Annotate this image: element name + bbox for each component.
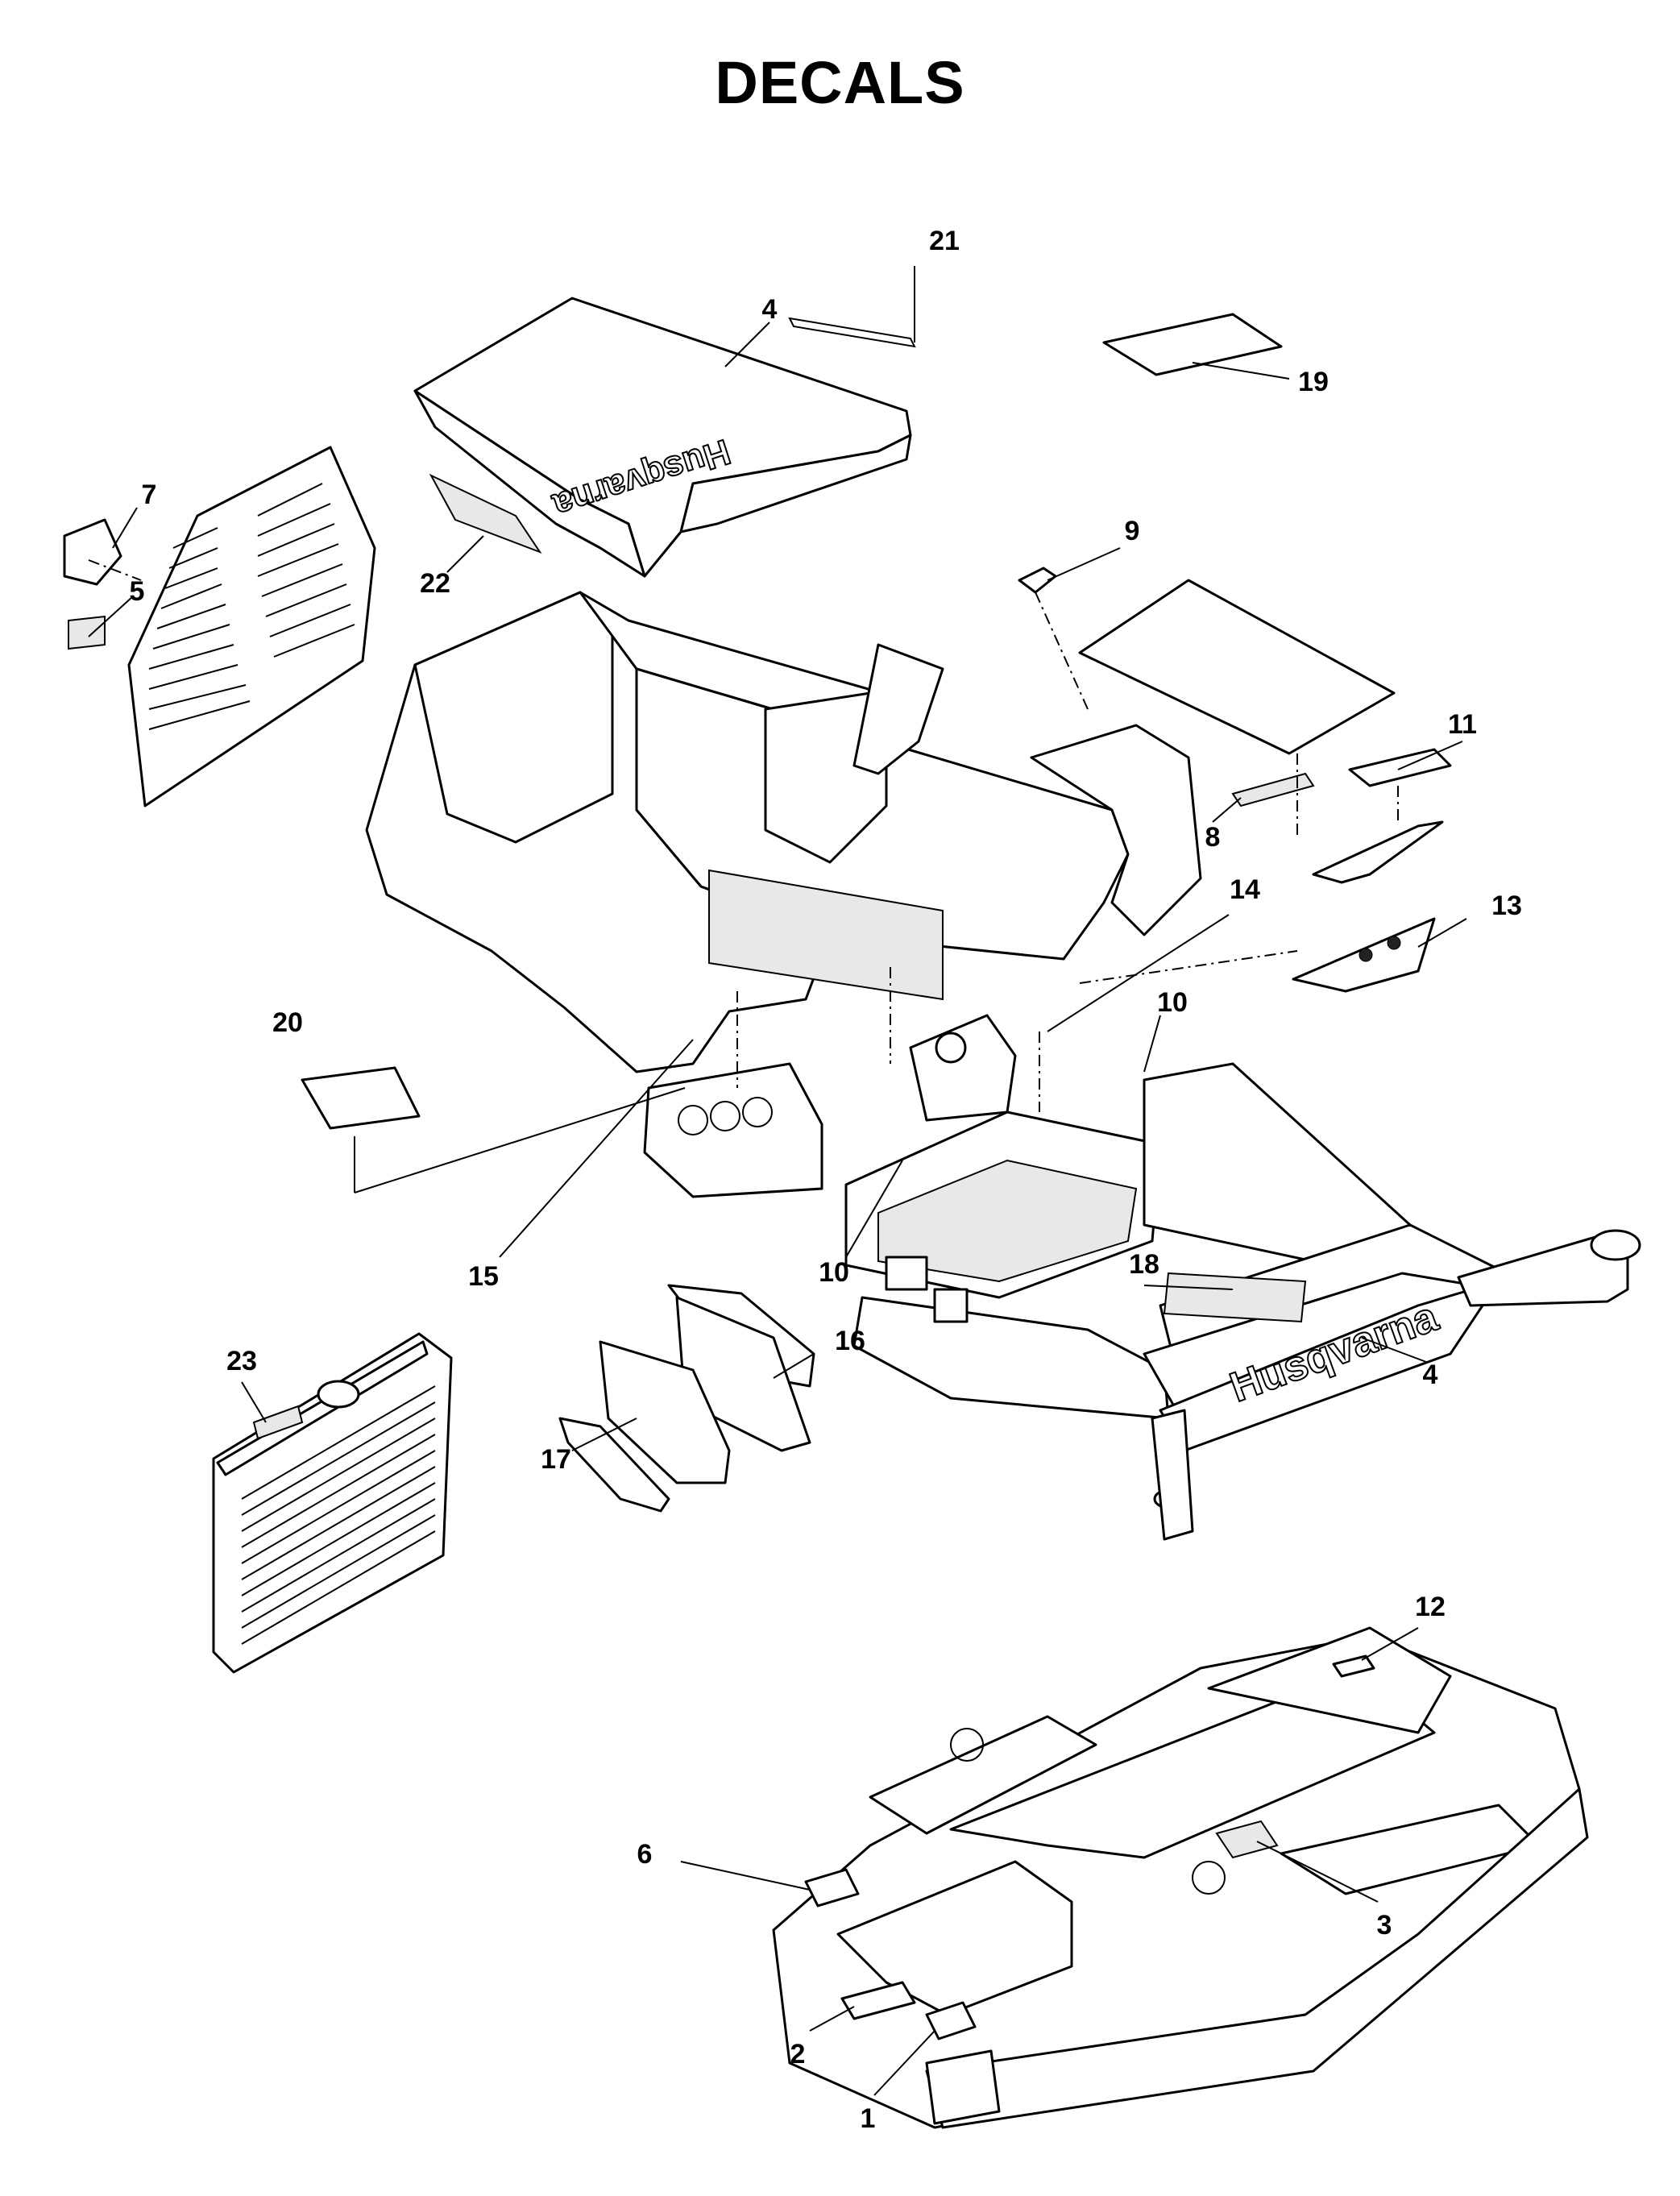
callout-14: 14 <box>1230 874 1260 905</box>
callout-4-hood: 4 <box>762 294 778 325</box>
decal-12 <box>1332 1654 1375 1678</box>
floor-pan <box>877 1159 1138 1283</box>
decal-5 <box>68 615 106 650</box>
callout-10-upper: 10 <box>1157 987 1188 1018</box>
decal-18 <box>1163 1272 1307 1323</box>
callout-23: 23 <box>226 1346 257 1376</box>
bracket-11 <box>1312 820 1444 884</box>
decal-19 <box>1102 313 1283 376</box>
decal-20 <box>301 1066 421 1130</box>
side-grille-panel <box>63 446 376 807</box>
decal-22 <box>429 473 542 554</box>
callout-21: 21 <box>929 226 960 256</box>
front-deck-decal-area: Husqvarna <box>1143 1229 1641 1541</box>
decal-7 <box>63 518 122 586</box>
callout-13: 13 <box>1491 890 1522 921</box>
callout-9: 9 <box>1125 516 1140 546</box>
callout-1: 1 <box>861 2103 876 2134</box>
callout-2: 2 <box>790 2039 806 2069</box>
leader-lines <box>88 266 1467 2096</box>
callout-4-front: 4 <box>1423 1360 1438 1390</box>
callout-15: 15 <box>468 1261 499 1292</box>
decal-6 <box>804 1868 860 1907</box>
callout-7: 7 <box>142 479 157 510</box>
callout-8: 8 <box>1205 822 1221 853</box>
callout-12: 12 <box>1415 1592 1446 1622</box>
radiator <box>212 1332 453 1674</box>
decal-11 <box>1348 748 1452 787</box>
decal-21 <box>788 317 916 348</box>
callout-18: 18 <box>1129 1249 1159 1280</box>
callout-19: 19 <box>1298 367 1329 397</box>
fender-17 <box>599 1340 731 1484</box>
chassis-inner-floor <box>708 869 944 1001</box>
decal-17 <box>558 1417 670 1513</box>
callout-11: 11 <box>1448 709 1477 740</box>
mower-deck <box>772 1626 1589 2129</box>
decal-9 <box>1018 567 1057 594</box>
callout-labels: 21 4 19 7 5 22 9 11 8 14 13 10 20 15 10 … <box>130 226 1522 2134</box>
callout-16: 16 <box>835 1326 865 1356</box>
floor-plate <box>1078 579 1396 755</box>
callout-22: 22 <box>420 568 450 599</box>
decal-3 <box>1215 1820 1279 1859</box>
callout-5: 5 <box>130 576 145 607</box>
page-title: DECALS <box>715 49 965 116</box>
callout-10-lower: 10 <box>819 1257 849 1288</box>
decal-2 <box>840 1981 916 2020</box>
callout-3: 3 <box>1377 1910 1392 1941</box>
callout-17: 17 <box>541 1444 571 1475</box>
callout-6: 6 <box>637 1839 653 1870</box>
callout-20: 20 <box>272 1007 303 1038</box>
decal-23 <box>252 1405 304 1440</box>
decal-8 <box>1231 772 1315 807</box>
hood-cover: Husqvarna <box>413 297 916 578</box>
